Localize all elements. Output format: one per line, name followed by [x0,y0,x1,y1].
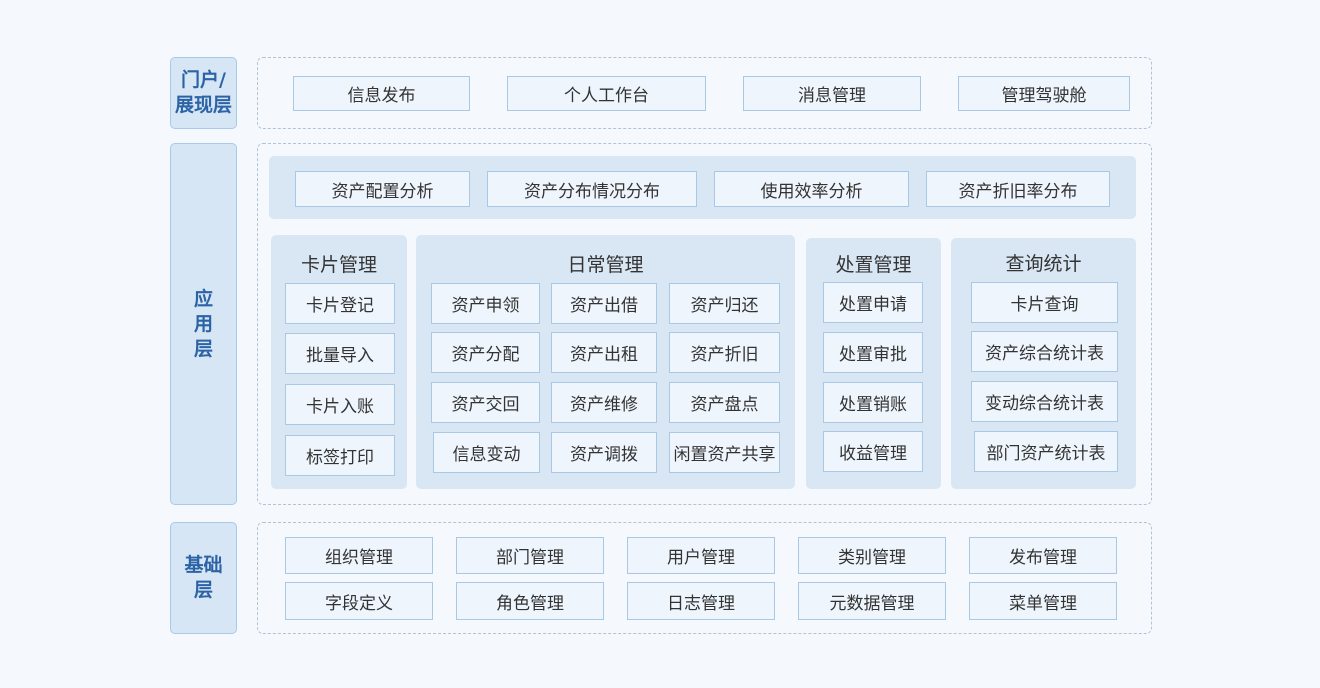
daily-item: 资产调拨 [551,432,657,473]
portal-item-info-publish: 信息发布 [293,76,470,111]
analysis-item-depreciation-rate: 资产折旧率分布 [926,171,1110,207]
base-item: 菜单管理 [969,582,1117,620]
base-item: 元数据管理 [798,582,946,620]
layer-label-portal: 门户/ 展现层 [170,57,237,129]
query-item: 变动综合统计表 [971,381,1118,422]
base-item: 部门管理 [456,537,604,574]
base-item: 发布管理 [969,537,1117,574]
query-item: 卡片查询 [971,282,1118,323]
query-item: 资产综合统计表 [971,331,1118,372]
daily-item: 资产出租 [551,332,657,373]
layer-label-base: 基础 层 [170,522,237,634]
daily-item: 资产盘点 [669,382,780,423]
daily-item: 闲置资产共享 [669,432,780,473]
card-item-posting: 卡片入账 [285,384,395,425]
base-item: 用户管理 [627,537,775,574]
daily-item: 资产交回 [431,382,540,423]
disposal-item: 收益管理 [823,431,923,472]
disposal-item: 处置销账 [823,382,923,423]
query-item: 部门资产统计表 [974,431,1118,472]
analysis-item-asset-allocation: 资产配置分析 [295,171,470,207]
query-statistics-title: 查询统计 [1005,253,1082,275]
daily-item: 资产申领 [431,283,540,324]
disposal-management-title: 处置管理 [835,254,912,276]
portal-item-personal-workbench: 个人工作台 [507,76,706,111]
portal-item-management-cockpit: 管理驾驶舱 [958,76,1130,111]
card-management-title: 卡片管理 [300,254,377,276]
base-item: 角色管理 [456,582,604,620]
daily-item: 资产折旧 [669,332,780,373]
card-item-register: 卡片登记 [285,283,395,324]
disposal-item: 处置申请 [823,282,923,323]
daily-item: 信息变动 [433,432,540,473]
daily-management-title: 日常管理 [567,254,644,276]
application-layer-container [257,143,1152,505]
disposal-item: 处置审批 [823,332,923,373]
card-item-batch-import: 批量导入 [285,333,395,374]
portal-layer-container [257,57,1152,129]
base-item: 组织管理 [285,537,433,574]
analysis-item-asset-distribution: 资产分布情况分布 [487,171,697,207]
daily-item: 资产出借 [551,283,657,324]
base-item: 类别管理 [798,537,946,574]
base-layer-container [257,522,1152,634]
analysis-item-usage-efficiency: 使用效率分析 [714,171,909,207]
daily-item: 资产归还 [669,283,780,324]
base-item: 字段定义 [285,582,433,620]
portal-item-message-management: 消息管理 [743,76,921,111]
layer-label-application: 应 用 层 [170,143,237,505]
daily-item: 资产维修 [551,382,657,423]
card-item-label-print: 标签打印 [285,435,395,476]
daily-item: 资产分配 [431,332,540,373]
base-item: 日志管理 [627,582,775,620]
